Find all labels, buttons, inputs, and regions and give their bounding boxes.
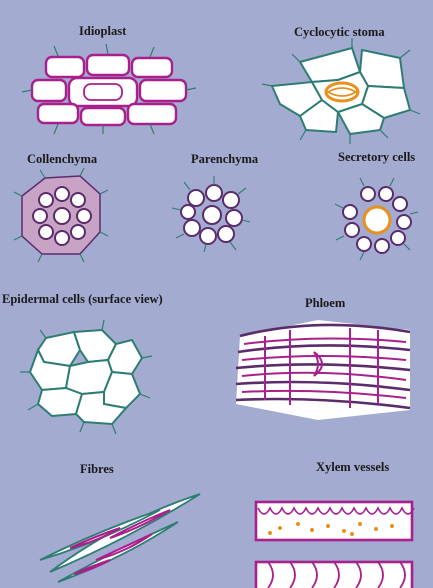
collenchyma-drawing <box>14 168 108 262</box>
epidermal-cells-drawing <box>30 330 142 424</box>
fibres-drawing <box>40 494 200 582</box>
secretory-cells-drawing <box>335 178 418 260</box>
cyclocytic-stoma-drawing <box>272 48 410 134</box>
phloem-drawing <box>236 320 410 420</box>
xylem-vessels-drawing <box>256 502 414 588</box>
parenchyma-drawing <box>172 176 250 252</box>
idioplast-drawing <box>32 55 186 125</box>
